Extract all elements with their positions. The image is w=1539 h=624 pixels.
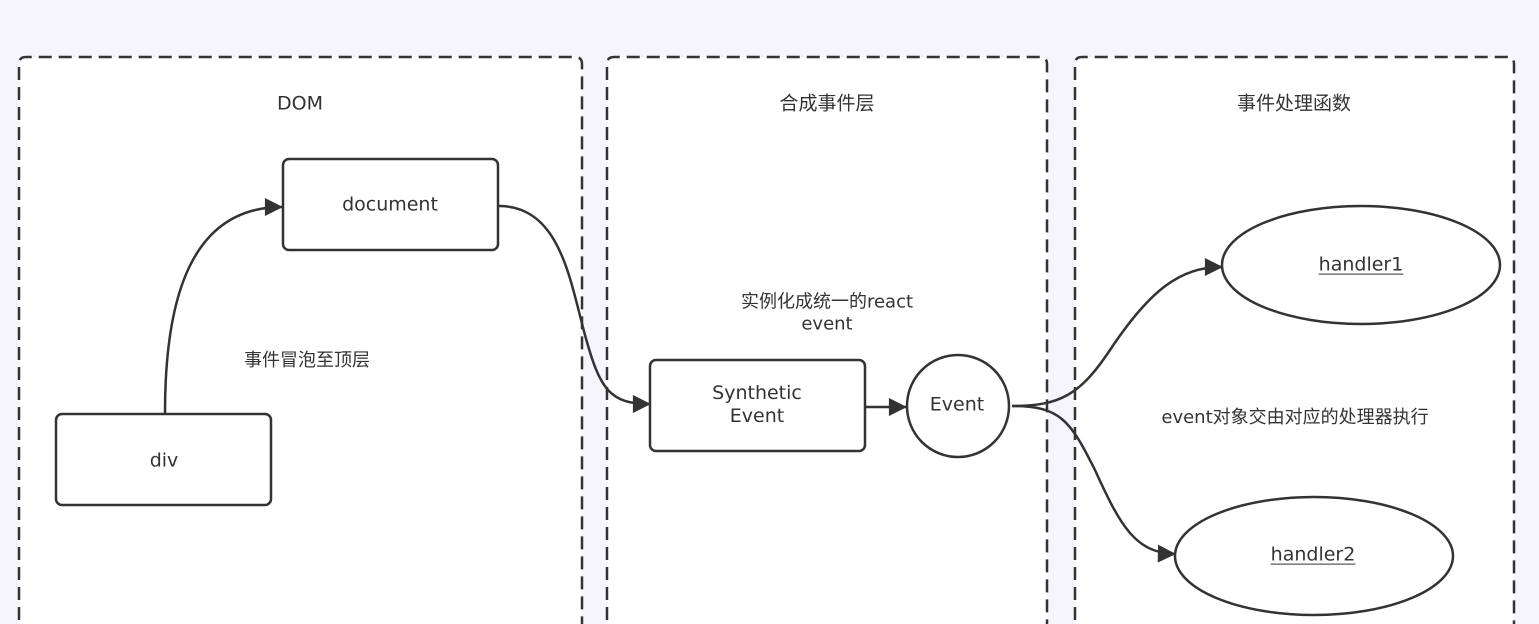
node-synthetic-event[interactable] [648,358,867,453]
node-document-label: document [342,193,438,216]
node-div-label: div [149,449,179,472]
edge-event-to-handler1 [1011,258,1223,408]
node-event-label: Event [929,393,985,416]
node-event[interactable] [905,353,1011,459]
node-synthetic-event-label-line2: Event [729,405,785,427]
edge-div-to-document [163,198,283,414]
node-handler2-label[interactable]: handler2 [1270,543,1356,566]
node-handler1-label[interactable]: handler1 [1318,253,1404,276]
annotation-instantiate: 实例化成统一的react event [741,291,913,334]
annotation-instantiate-line1: 实例化成统一的react [740,291,914,313]
annotation-bubble: 事件冒泡至顶层 [244,350,370,372]
lane-title-dom: DOM [277,92,323,115]
lane-handlers [1073,55,1516,624]
annotation-dispatch: event对象交由对应的处理器执行 [1161,407,1429,429]
node-document[interactable] [281,157,500,252]
node-div[interactable] [54,412,273,507]
lane-synthetic [605,55,1049,624]
lane-title-synthetic: 合成事件层 [779,92,875,115]
edge-document-to-synthetic [498,204,651,413]
node-synthetic-event-label-line1: Synthetic [712,382,802,405]
node-handler2[interactable] [1173,495,1455,617]
edge-event-to-handler2 [1011,404,1176,563]
lane-dom [17,55,584,624]
node-synthetic-event-label: Synthetic Event [712,382,802,428]
lane-title-handlers: 事件处理函数 [1236,92,1352,115]
annotation-instantiate-line2: event [801,313,853,334]
node-handler1[interactable] [1220,204,1502,326]
